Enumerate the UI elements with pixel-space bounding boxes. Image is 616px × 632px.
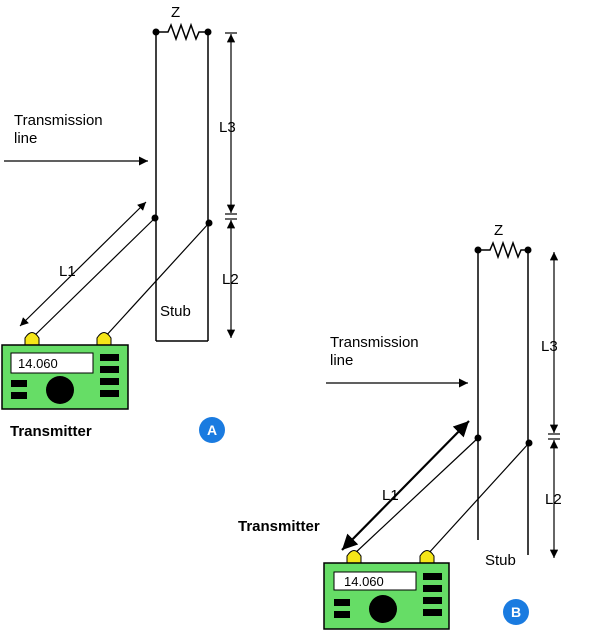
feed-wire-b-1 <box>352 437 479 556</box>
transmitter-label-a: Transmitter <box>10 423 92 440</box>
button-a-r3 <box>100 378 119 385</box>
stub-label-b: Stub <box>485 552 516 569</box>
tuning-knob-a <box>46 376 74 404</box>
badge-b-letter: B <box>511 604 521 620</box>
l1-label-a: L1 <box>59 263 76 280</box>
l3-label-a: L3 <box>219 119 236 136</box>
button-a-l2 <box>11 392 27 399</box>
l1-label-b: L1 <box>382 487 399 504</box>
button-a-l1 <box>11 380 27 387</box>
resistor-b-terminal-left <box>474 246 482 254</box>
resistor-a-terminal-right <box>204 28 212 36</box>
frequency-readout-b: 14.060 <box>344 574 384 589</box>
transmitter-a: 14.060 <box>1 332 129 410</box>
button-b-l2 <box>334 611 350 618</box>
load-resistor-a <box>156 22 208 42</box>
resistor-b-terminal-right <box>524 246 532 254</box>
diagram-a: Z Transmission line L1 L3 L2 Stub <box>1 4 239 443</box>
resistor-a-terminal-left <box>152 28 160 36</box>
stub-label-a: Stub <box>160 303 191 320</box>
frequency-readout-a: 14.060 <box>18 356 58 371</box>
button-b-r2 <box>423 585 442 592</box>
diagram-b: Z Transmission line L1 L3 L2 Stub Transm… <box>238 222 562 630</box>
button-a-r2 <box>100 366 119 373</box>
transmitter-label-b: Transmitter <box>238 518 320 535</box>
load-resistor-b <box>478 240 528 260</box>
connector-a-right <box>96 332 112 347</box>
transmission-line-label-a: Transmission line <box>14 112 107 147</box>
badge-a <box>199 417 225 443</box>
l2-label-a: L2 <box>222 271 239 288</box>
button-b-l1 <box>334 599 350 606</box>
l2-label-b: L2 <box>545 491 562 508</box>
feed-wire-a-1 <box>31 217 156 339</box>
transmission-line-label-b: Transmission line <box>330 334 423 369</box>
button-b-r3 <box>423 597 442 604</box>
transmitter-b: 14.060 <box>323 550 450 630</box>
connector-a-left <box>24 332 40 347</box>
button-b-r1 <box>423 573 442 580</box>
l1-dimension-b <box>341 420 470 551</box>
frequency-display-a <box>10 352 94 374</box>
button-b-r4 <box>423 609 442 616</box>
l1-dimension-a <box>19 201 147 327</box>
frequency-display-b <box>333 571 417 591</box>
button-a-r1 <box>100 354 119 361</box>
tuning-knob-b <box>369 595 397 623</box>
button-a-r4 <box>100 390 119 397</box>
impedance-label-a: Z <box>171 4 180 21</box>
impedance-label-b: Z <box>494 222 503 239</box>
badge-b <box>503 599 529 625</box>
badge-a-letter: A <box>207 422 217 438</box>
connector-b-right <box>419 550 435 565</box>
connector-b-left <box>346 550 362 565</box>
l3-label-b: L3 <box>541 338 558 355</box>
